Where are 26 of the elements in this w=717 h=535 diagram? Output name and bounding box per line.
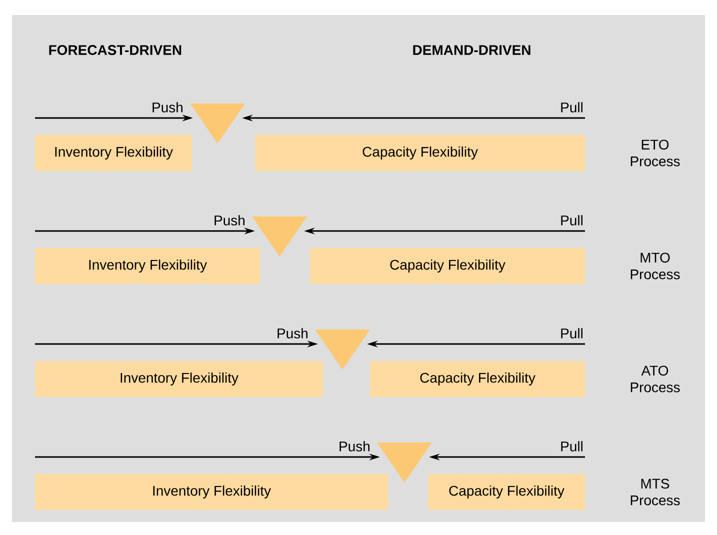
text-box: Inventory Flexibility: [35, 248, 260, 284]
text-box: Capacity Flexibility: [310, 248, 585, 284]
text-box: Inventory Flexibility: [35, 474, 388, 510]
edge-label: Pull: [561, 102, 582, 112]
text-box: Capacity Flexibility: [255, 135, 585, 171]
decoupling-triangle: [190, 104, 245, 144]
process-label: ETO Process: [630, 140, 680, 166]
heading: FORECAST-DRIVEN: [49, 45, 182, 55]
edge-label: Pull: [561, 215, 582, 226]
decoupling-triangle: [315, 330, 370, 370]
process-label: ATO Process: [630, 366, 680, 392]
edge-label: Push: [340, 441, 370, 452]
edge-label: Push: [214, 215, 244, 226]
text-box: Capacity Flexibility: [370, 361, 585, 397]
text-box: Inventory Flexibility: [35, 361, 323, 397]
decoupling-triangle: [377, 442, 432, 483]
edge-label: Pull: [561, 328, 582, 338]
decoupling-triangle: [252, 216, 307, 257]
edge-label: Pull: [561, 441, 582, 452]
heading: DEMAND-DRIVEN: [413, 45, 530, 55]
text-box: Inventory Flexibility: [35, 135, 192, 171]
process-label: MTS Process: [630, 478, 680, 506]
edge-label: Push: [152, 102, 182, 112]
text-box: Capacity Flexibility: [428, 474, 585, 510]
process-label: MTO Process: [630, 252, 680, 280]
edge-label: Push: [278, 328, 308, 338]
